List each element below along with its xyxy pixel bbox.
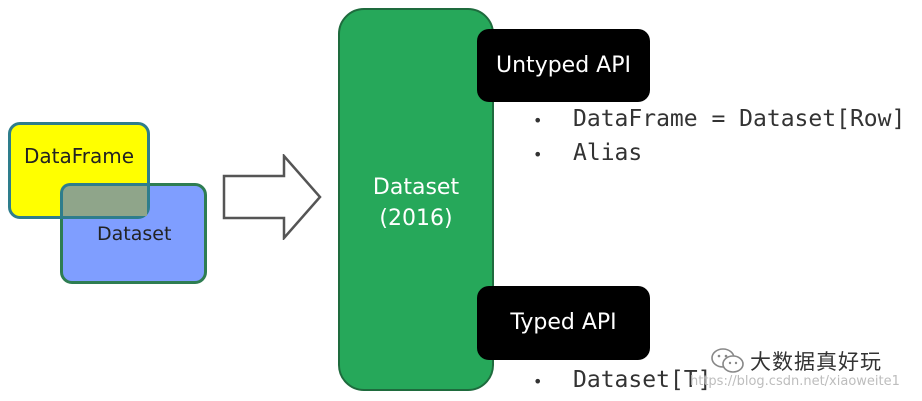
bullet-dot-icon: • <box>533 372 543 391</box>
untyped-bullet-text-2: Alias <box>573 140 643 166</box>
overlap-region <box>63 186 147 216</box>
typed-bullet-1: • Dataset[T] <box>533 367 711 393</box>
watermark-name: 大数据真好玩 <box>750 350 882 374</box>
wechat-icon <box>711 348 744 373</box>
untyped-api-box: Untyped API <box>477 29 650 102</box>
bullet-dot-icon: • <box>533 145 543 164</box>
watermark-url: https://blog.csdn.net/xiaoweite1 <box>690 374 900 389</box>
dataset-2016-title: Dataset (2016) <box>338 172 494 234</box>
typed-bullet-text-1: Dataset[T] <box>573 367 712 393</box>
untyped-bullet-1: • DataFrame = Dataset[Row] <box>533 106 905 132</box>
dataframe-label: DataFrame <box>24 144 135 168</box>
dataset-2016-block <box>338 8 494 391</box>
overlap-border <box>60 183 150 219</box>
right-arrow-icon <box>222 154 322 240</box>
center-line2: (2016) <box>379 206 453 231</box>
bullet-dot-icon: • <box>533 111 543 130</box>
untyped-bullet-text-1: DataFrame = Dataset[Row] <box>573 106 906 132</box>
untyped-bullet-2: • Alias <box>533 140 642 166</box>
typed-api-box: Typed API <box>477 286 650 360</box>
center-line1: Dataset <box>372 175 460 200</box>
dataset-label: Dataset <box>97 223 172 245</box>
